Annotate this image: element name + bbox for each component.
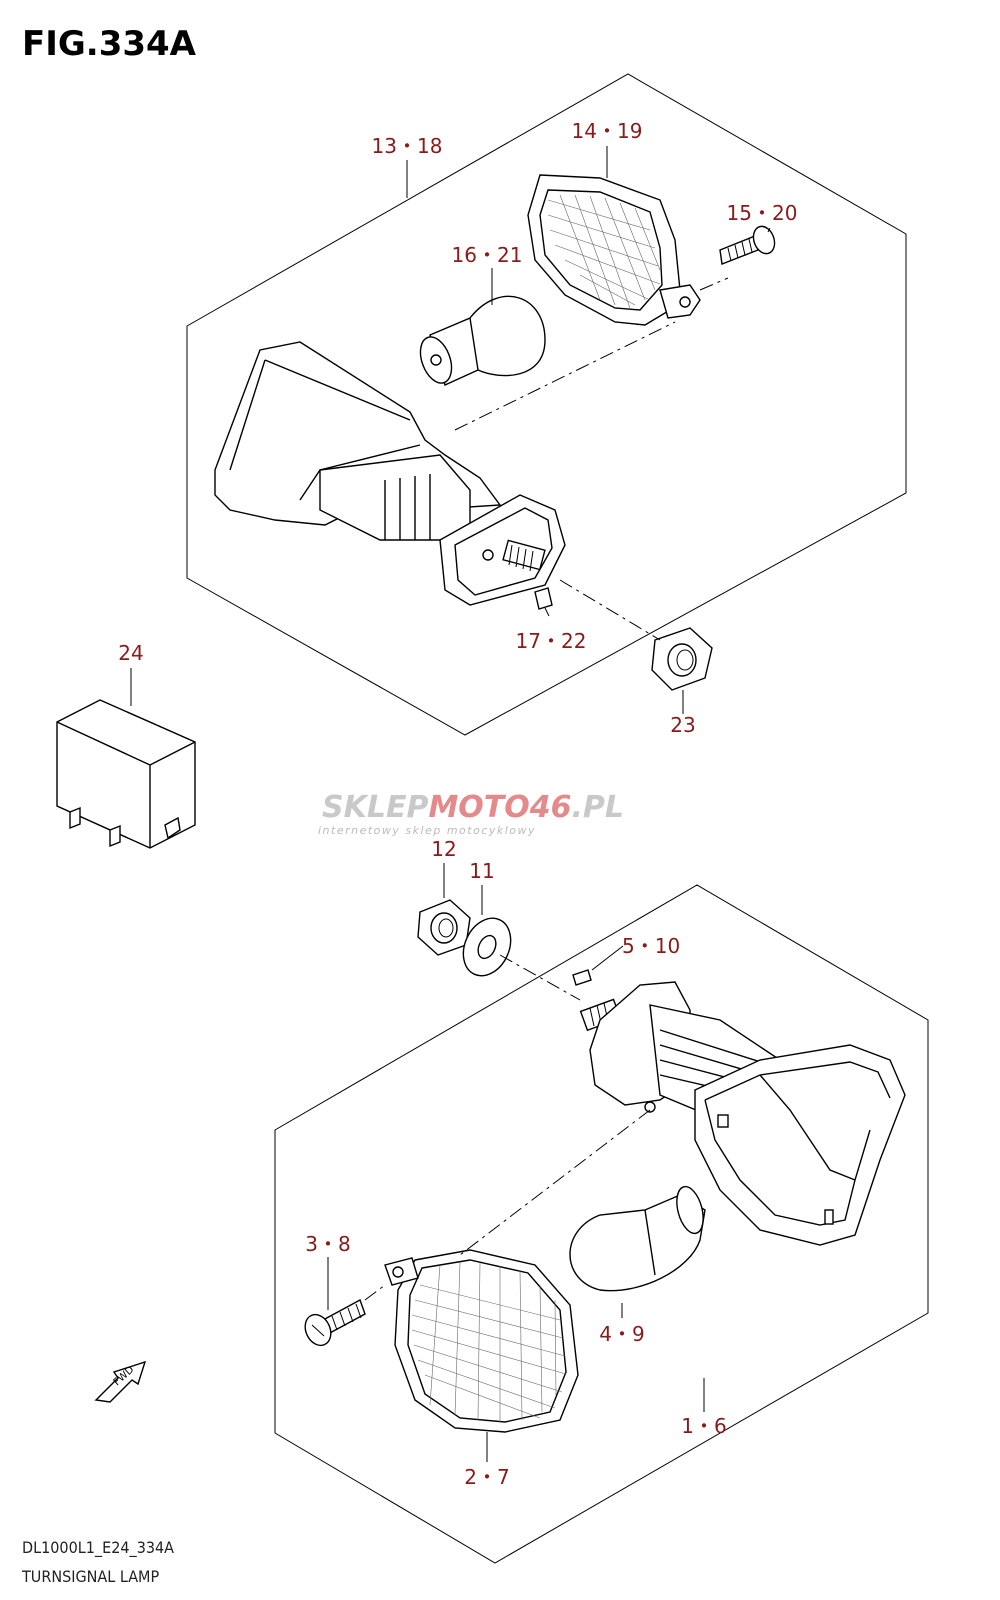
model-code: DL1000L1_E24_334A (22, 1538, 174, 1558)
watermark-brand-a: SKLEP (322, 790, 428, 825)
upper-bulb (419, 295, 546, 386)
callout-2-7: 2・7 (464, 1465, 509, 1489)
upper-alignment-line-screw (699, 277, 729, 291)
callout-13-18: 13・18 (372, 134, 443, 158)
lower-alignment-line-stud (499, 954, 581, 1001)
fwd-arrow-icon: FWD (94, 1360, 147, 1403)
lower-washer (462, 917, 512, 977)
upper-flange-nut (651, 627, 713, 691)
upper-turnsignal-assembly: 13・18 14・19 15・20 16・21 17・22 23 (186, 73, 907, 737)
lower-flange-nut (417, 899, 471, 956)
lower-screw (304, 1298, 366, 1347)
callout-3-8: 3・8 (305, 1232, 350, 1256)
lower-alignment-line-lens (459, 1109, 651, 1256)
callout-12: 12 (431, 837, 456, 861)
upper-alignment-line-nut (559, 579, 661, 641)
watermark-brand-c: 46 (529, 790, 572, 825)
svg-text:SKLEPMOTO46.PL: SKLEPMOTO46.PL (322, 790, 624, 825)
upper-alignment-line-lens (454, 321, 676, 431)
lower-bulb (569, 1185, 706, 1292)
callout-11: 11 (469, 859, 494, 883)
lower-turnsignal-assembly: 12 11 5・10 3・8 4・9 2・7 1・6 (274, 837, 929, 1564)
upper-assembly-frame (186, 73, 907, 736)
lower-pin (572, 969, 592, 986)
callout-5-10: 5・10 (622, 934, 680, 958)
callout-14-19: 14・19 (572, 119, 643, 143)
watermark-brand-d: .PL (572, 790, 625, 825)
callout-23: 23 (670, 713, 695, 737)
watermark: SKLEPMOTO46.PL internetowy sklep motocyk… (318, 790, 624, 837)
callout-24: 24 (118, 641, 143, 665)
upper-screw (719, 225, 776, 265)
callout-17-22: 17・22 (516, 629, 587, 653)
watermark-brand-b: MOTO (428, 790, 529, 825)
callout-15-20: 15・20 (727, 201, 798, 225)
turnsignal-relay: 24 (56, 641, 196, 849)
lower-assembly-frame (274, 884, 929, 1564)
callout-1-6: 1・6 (681, 1414, 726, 1438)
callout-16-21: 16・21 (452, 243, 523, 267)
upper-pin (534, 587, 553, 610)
callout-4-9: 4・9 (599, 1322, 644, 1346)
figure-title: FIG.334A (22, 24, 197, 64)
lower-lens (384, 1249, 579, 1433)
watermark-tagline: internetowy sklep motocyklowy (318, 824, 536, 837)
lower-lamp-housing (579, 981, 906, 1246)
lower-alignment-line-screw (364, 1284, 386, 1301)
upper-lens (527, 174, 701, 326)
upper-lamp-housing (214, 341, 566, 606)
diagram-caption: TURNSIGNAL LAMP (21, 1567, 159, 1586)
